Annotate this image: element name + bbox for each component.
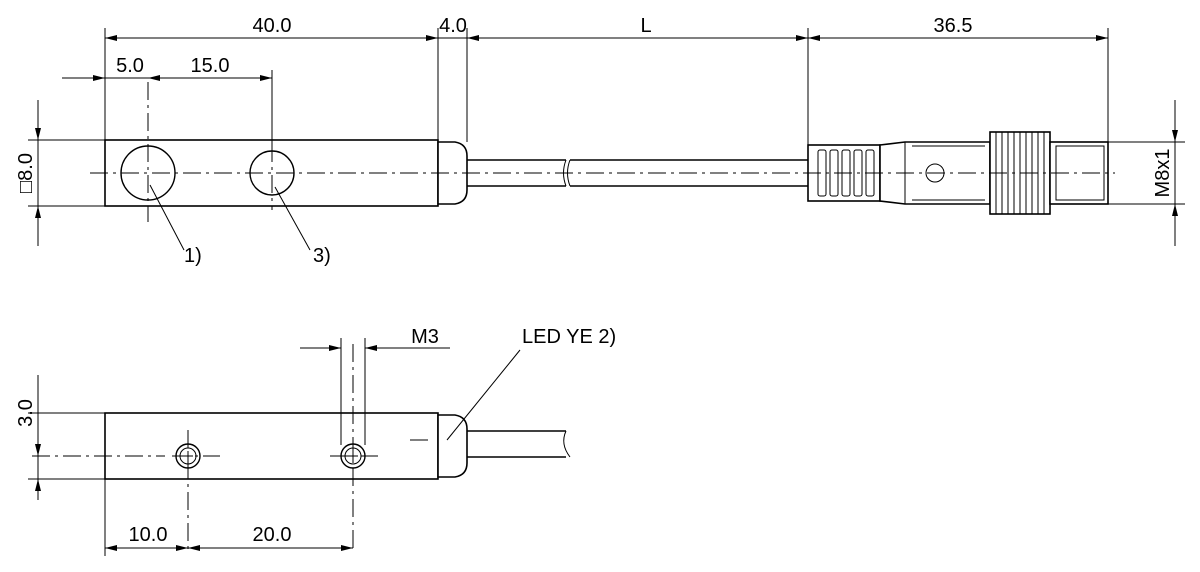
dim-screw-thread: M3 <box>411 326 439 348</box>
dim-connector-length: 36.5 <box>934 15 973 37</box>
led-label: LED YE 2) <box>522 326 616 348</box>
dim-square: □8.0 <box>15 153 37 193</box>
dim-height: 3.0 <box>15 399 37 427</box>
cable-side <box>467 430 566 458</box>
side-view: M3 LED YE 2) 3.0 10.0 20.0 <box>15 326 616 556</box>
sensor-body-side <box>104 412 439 480</box>
top-view: 40.0 4.0 L 36.5 5.0 15.0 □8.0 M8x1 1) 3) <box>15 15 1185 267</box>
dim-screw1-offset: 10.0 <box>129 524 168 546</box>
callout-3: 3) <box>313 245 331 267</box>
dim-hole-spacing: 15.0 <box>191 55 230 77</box>
cable-nut-side <box>437 414 468 478</box>
dim-screw-spacing: 20.0 <box>253 524 292 546</box>
dim-cable-length: L <box>640 15 651 37</box>
dim-hole1-offset: 5.0 <box>116 55 144 77</box>
dim-nut: 4.0 <box>439 15 467 37</box>
dim-body-length: 40.0 <box>253 15 292 37</box>
callout-1: 1) <box>184 245 202 267</box>
cable-top <box>467 159 808 187</box>
cable-nut-top <box>437 141 468 205</box>
dim-thread: M8x1 <box>1152 149 1174 198</box>
